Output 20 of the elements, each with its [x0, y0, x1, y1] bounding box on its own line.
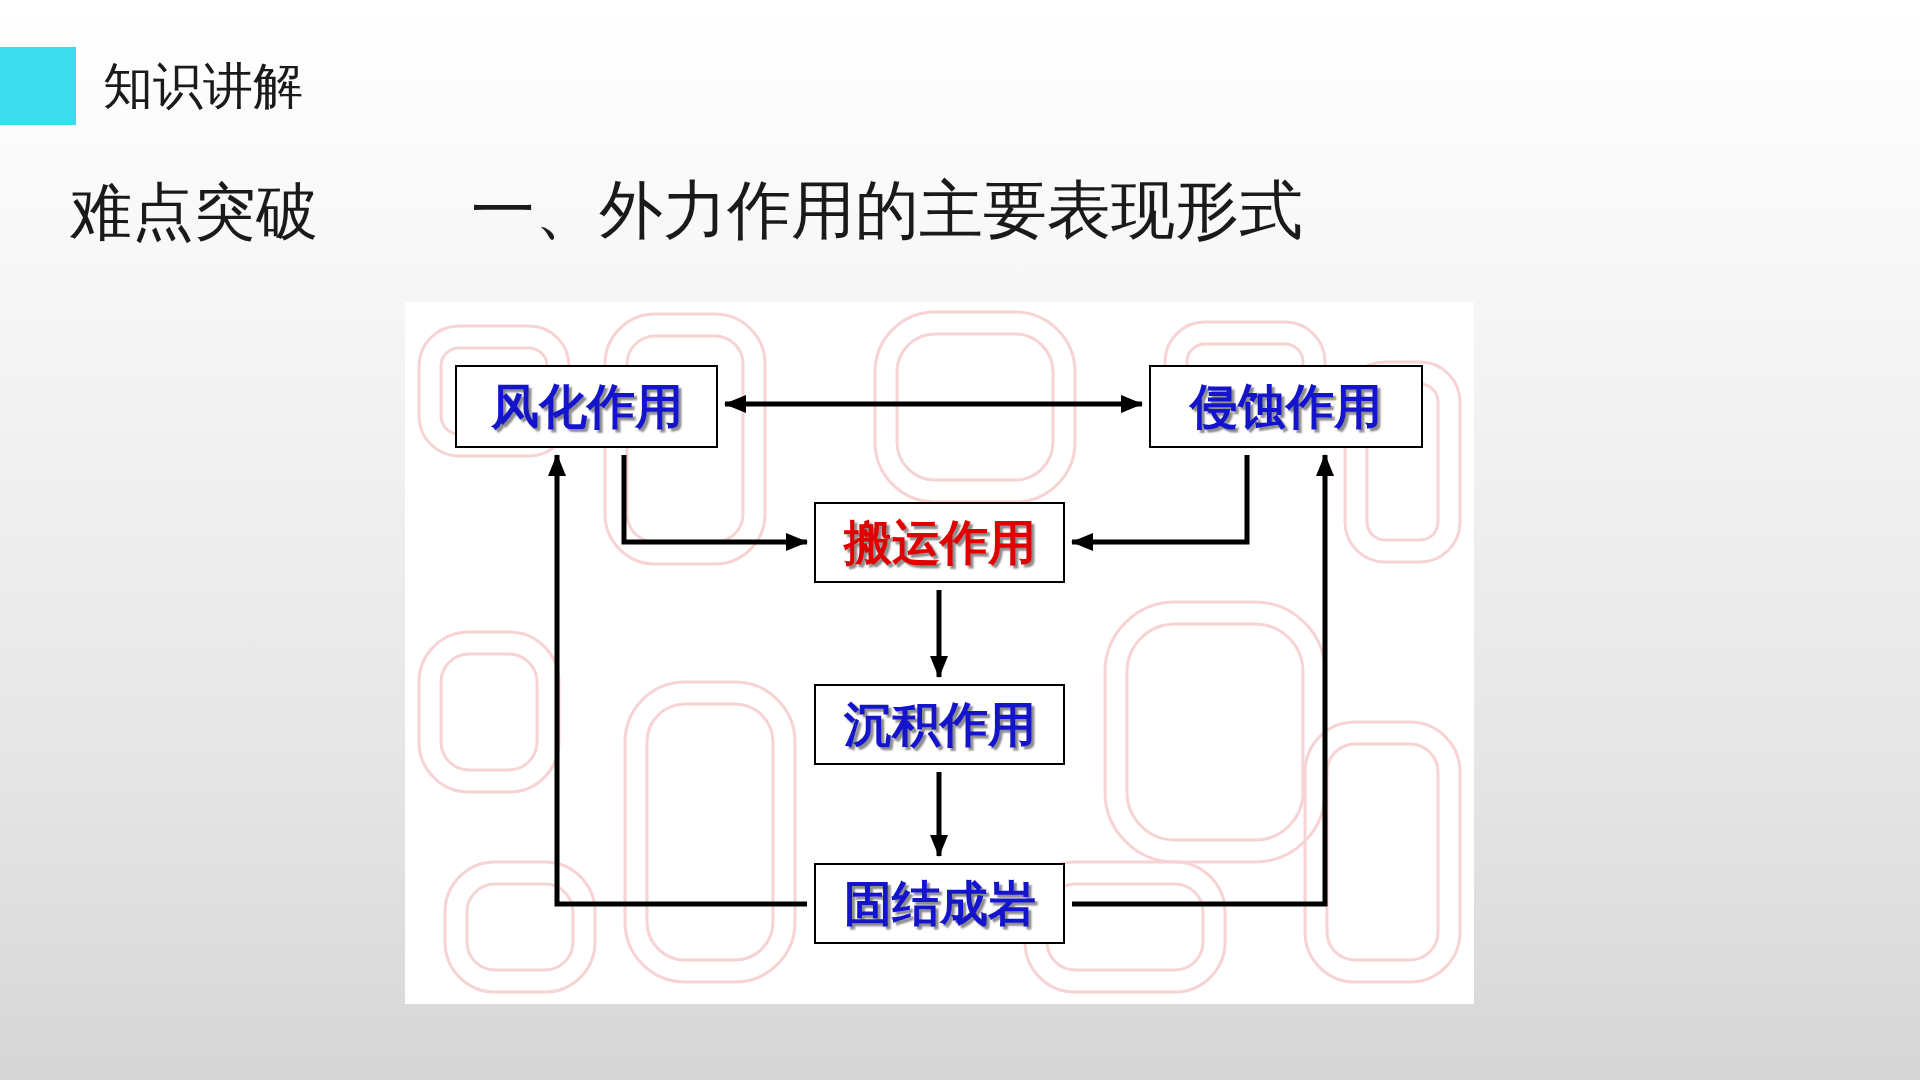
node-label: 搬运作用 [843, 516, 1036, 569]
process-box [814, 684, 1065, 765]
process-box [1149, 365, 1423, 448]
double-arrow [724, 395, 1143, 413]
arrow [1071, 455, 1250, 551]
node-label: 固结成岩 [843, 877, 1036, 930]
arrow [1072, 454, 1334, 907]
arrow [621, 455, 808, 551]
node-label: 风化作用 [490, 380, 683, 433]
section-heading: 知识讲解 [103, 58, 303, 116]
node-label: 沉积作用 [843, 698, 1036, 751]
arrow [548, 454, 807, 907]
title: 一、外力作用的主要表现形式 [471, 174, 1303, 248]
node-label: 侵蚀作用 [1190, 380, 1382, 433]
process-box [455, 365, 718, 448]
process-box [814, 863, 1065, 944]
subheading: 难点突破 [70, 176, 318, 248]
arrow [930, 590, 948, 678]
arrow [930, 772, 948, 857]
process-box [814, 502, 1065, 583]
